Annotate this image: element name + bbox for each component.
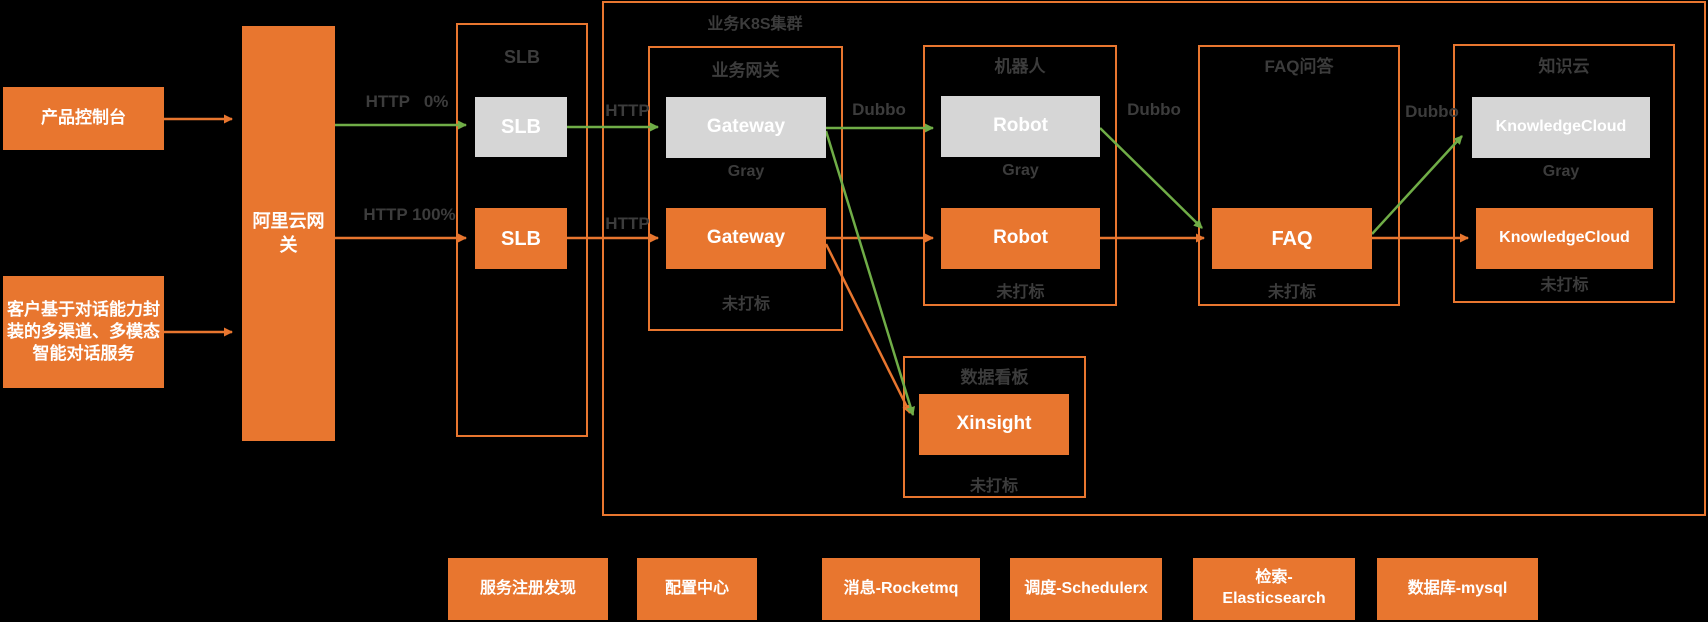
aliyun-gateway-node: 阿里云网关 bbox=[242, 26, 335, 441]
service-schedulerx-node: 调度-Schedulerx bbox=[1010, 558, 1162, 620]
knowledge-cloud-orange-node: KnowledgeCloud bbox=[1476, 208, 1653, 269]
product-console-node: 产品控制台 bbox=[3, 87, 164, 150]
k8s-cluster-group bbox=[602, 1, 1706, 516]
knowledge-cloud-orange-tag: 未打标 bbox=[1540, 277, 1589, 294]
gateway-gray-tag: Gray bbox=[727, 163, 765, 180]
slb-gray-node: SLB bbox=[475, 97, 567, 157]
customer-service-node: 客户基于对话能力封装的多渠道、多模态智能对话服务 bbox=[3, 276, 164, 388]
edge-label-http-0: HTTP 0% bbox=[365, 92, 449, 111]
edge-label-http-untagged: HTTP bbox=[605, 214, 650, 233]
edge-label-http-100: HTTP 100% bbox=[363, 205, 456, 224]
knowledge-cloud-title: 知识云 bbox=[1538, 57, 1590, 76]
edge-label-dubbo-faq-knowledge: Dubbo bbox=[1405, 102, 1459, 121]
service-rocketmq-node: 消息-Rocketmq bbox=[822, 558, 980, 620]
edge-label-dubbo-gateway-robot: Dubbo bbox=[852, 100, 906, 119]
data-dashboard-title: 数据看板 bbox=[960, 368, 1029, 387]
faq-group-title: FAQ问答 bbox=[1264, 57, 1334, 76]
robot-group-title: 机器人 bbox=[994, 57, 1046, 76]
gateway-orange-tag: 未打标 bbox=[721, 296, 770, 313]
knowledge-cloud-gray-node: KnowledgeCloud bbox=[1472, 97, 1650, 158]
robot-gray-node: Robot bbox=[941, 96, 1100, 157]
xinsight-node: Xinsight bbox=[919, 394, 1069, 455]
business-gateway-title: 业务网关 bbox=[711, 61, 780, 80]
service-config-center-node: 配置中心 bbox=[637, 558, 757, 620]
edge-label-dubbo-robot-faq: Dubbo bbox=[1127, 100, 1181, 119]
faq-node: FAQ bbox=[1212, 208, 1372, 269]
service-elasticsearch-node: 检索- Elasticsearch bbox=[1193, 558, 1355, 620]
knowledge-cloud-gray-tag: Gray bbox=[1542, 163, 1580, 180]
slb-group bbox=[456, 23, 588, 437]
business-gateway-group bbox=[648, 46, 843, 331]
k8s-cluster-title: 业务K8S集群 bbox=[707, 16, 803, 33]
robot-orange-node: Robot bbox=[941, 208, 1100, 269]
faq-tag: 未打标 bbox=[1267, 284, 1316, 301]
edge-label-http-gray: HTTP bbox=[605, 101, 650, 120]
gateway-orange-node: Gateway bbox=[666, 208, 826, 269]
slb-group-title: SLB bbox=[504, 47, 540, 67]
service-registry-node: 服务注册发现 bbox=[448, 558, 608, 620]
service-mysql-node: 数据库-mysql bbox=[1377, 558, 1538, 620]
robot-orange-tag: 未打标 bbox=[996, 284, 1045, 301]
gateway-gray-node: Gateway bbox=[666, 97, 826, 158]
data-dashboard-group bbox=[903, 356, 1086, 498]
xinsight-tag: 未打标 bbox=[969, 478, 1018, 495]
slb-orange-node: SLB bbox=[475, 208, 567, 269]
robot-gray-tag: Gray bbox=[1002, 162, 1039, 179]
